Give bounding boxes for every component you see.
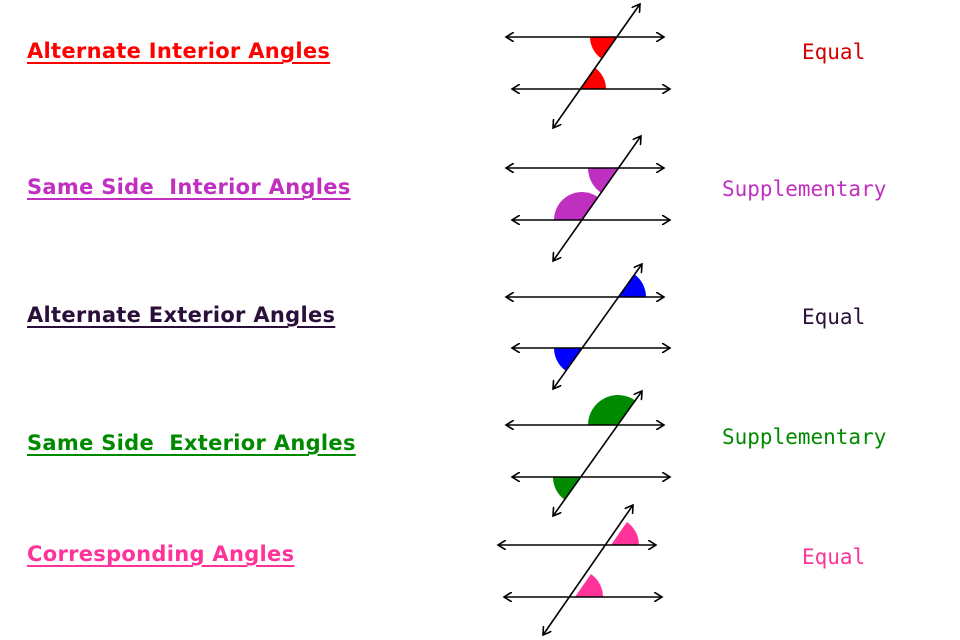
transversal	[553, 264, 642, 389]
diagram-corresponding	[498, 505, 662, 635]
diagram-same-side-interior	[506, 136, 670, 261]
transversal	[553, 391, 642, 516]
angle-shade-upper	[590, 37, 616, 59]
relation-same-side-exterior: Supplementary	[722, 425, 887, 449]
transversal	[553, 136, 641, 261]
diagram-alternate-exterior	[506, 264, 670, 389]
relation-corresponding: Equal	[802, 545, 866, 569]
label-alternate-interior: Alternate Interior Angles	[27, 39, 331, 63]
relation-same-side-interior: Supplementary	[722, 177, 887, 201]
label-alternate-exterior: Alternate Exterior Angles	[27, 303, 336, 327]
transversal	[553, 4, 640, 128]
relation-alternate-interior: Equal	[802, 40, 866, 64]
transversal	[543, 505, 633, 635]
label-same-side-interior: Same Side Interior Angles	[27, 175, 351, 199]
angle-shade-upper	[611, 522, 639, 545]
label-corresponding: Corresponding Angles	[27, 542, 295, 566]
diagram-same-side-exterior	[506, 391, 670, 516]
diagram-alternate-interior	[506, 4, 670, 128]
label-same-side-exterior: Same Side Exterior Angles	[27, 431, 356, 455]
angle-shade-lower	[575, 574, 603, 597]
relation-alternate-exterior: Equal	[802, 305, 866, 329]
